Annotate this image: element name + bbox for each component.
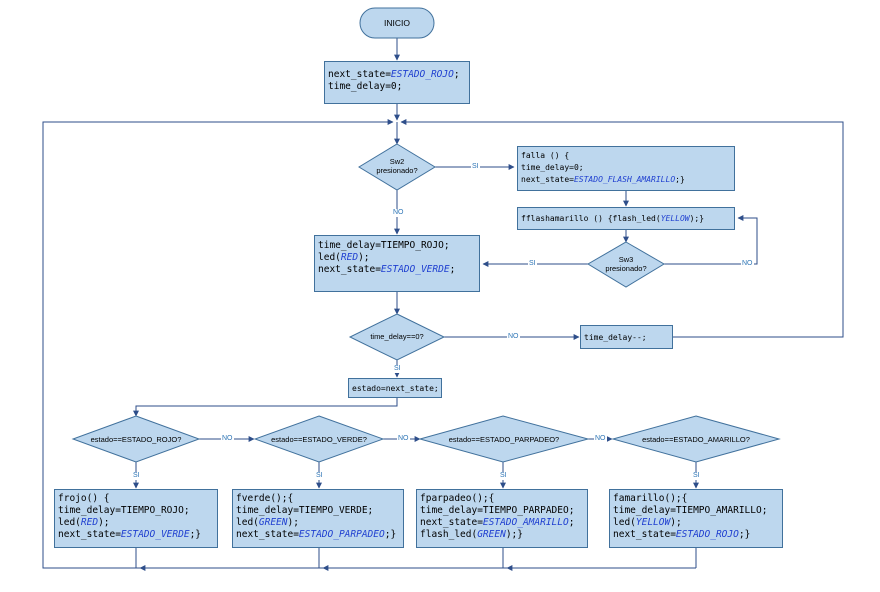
famarillo-process: famarillo();{ time_delay=TIEMPO_AMARILLO…: [609, 489, 783, 548]
decision-td-shape: [348, 313, 446, 361]
fparpadeo-process: fparpadeo();{ time_delay=TIEMPO_PARPADEO…: [416, 489, 588, 548]
famarillo-line4-keyword: ESTADO_ROJO: [675, 529, 739, 540]
frojo-line3-pre: led(: [58, 517, 81, 528]
rojo-line2-keyword: RED: [340, 252, 359, 263]
edge-label-td-no: NO: [507, 333, 520, 341]
edge-label-td-si: SI: [393, 365, 402, 373]
falla-line2: time_delay=0;: [521, 163, 584, 172]
falla-process: falla () { time_delay=0; next_state=ESTA…: [517, 146, 735, 191]
frojo-process: frojo() { time_delay=TIEMPO_ROJO; led(RE…: [54, 489, 218, 548]
rojo-line1: time_delay=TIEMPO_ROJO;: [318, 240, 450, 251]
edge-label-d2-no: NO: [397, 435, 410, 443]
fparpadeo-line3-post: ;: [568, 517, 575, 528]
edge-label-d3-no: NO: [594, 435, 607, 443]
flash-keyword: YELLOW: [660, 214, 690, 223]
init-process: next_state=ESTADO_ROJO; time_delay=0;: [324, 61, 470, 104]
falla-line3-pre: next_state=: [521, 175, 574, 184]
rojo-line2-post: );: [358, 252, 370, 263]
rojo-line3-pre: next_state=: [318, 264, 381, 275]
fverde-line1: fverde();{: [236, 493, 294, 504]
edge-label-sw3-si: SI: [528, 260, 537, 268]
fverde-process: fverde();{ time_delay=TIEMPO_VERDE; led(…: [232, 489, 404, 548]
fverde-line4-pre: next_state=: [236, 529, 299, 540]
edge-label-sw3-no: NO: [741, 260, 754, 268]
flash-pre: fflashamarillo () {flash_led(: [521, 214, 661, 223]
famarillo-line4-post: ;}: [738, 529, 751, 540]
decrement-process: time_delay--;: [580, 325, 673, 349]
rojo-process: time_delay=TIEMPO_ROJO; led(RED); next_s…: [314, 235, 480, 292]
fparpadeo-line2: time_delay=TIEMPO_PARPADEO;: [420, 505, 575, 516]
frojo-line4-keyword: ESTADO_VERDE: [120, 529, 190, 540]
frojo-line4-post: ;}: [189, 529, 202, 540]
init-line1-keyword: ESTADO_ROJO: [390, 69, 454, 80]
edge-label-d1-si: SI: [132, 472, 141, 480]
fverde-line4-post: ;}: [384, 529, 397, 540]
fverde-line3-pre: led(: [236, 517, 259, 528]
decision-sw2-shape: [358, 143, 436, 191]
flash-post: );}: [689, 214, 705, 223]
falla-line3-keyword: ESTADO_FLASH_AMARILLO: [573, 175, 676, 184]
fparpadeo-line4-keyword: GREEN: [477, 529, 506, 540]
famarillo-line4-pre: next_state=: [613, 529, 676, 540]
edge-label-sw2-si: SI: [471, 163, 480, 171]
init-line1-post: ;: [453, 69, 460, 80]
fverde-line4-keyword: ESTADO_PARPADEO: [298, 529, 385, 540]
edge-label-d3-si: SI: [499, 472, 508, 480]
frojo-line1: frojo() {: [58, 493, 110, 504]
fparpadeo-line4-pre: flash_led(: [420, 529, 478, 540]
start-terminator: [359, 7, 435, 39]
flash-process: fflashamarillo () {flash_led(YELLOW);}: [517, 207, 735, 230]
decision-d1-shape: [71, 415, 201, 463]
frojo-line2: time_delay=TIEMPO_ROJO;: [58, 505, 190, 516]
frojo-line3-keyword: RED: [80, 517, 99, 528]
falla-line1: falla () {: [521, 151, 570, 160]
famarillo-line2: time_delay=TIEMPO_AMARILLO;: [613, 505, 768, 516]
famarillo-line3-keyword: YELLOW: [635, 517, 671, 528]
fverde-line2: time_delay=TIEMPO_VERDE;: [236, 505, 374, 516]
decision-d3-shape: [418, 415, 590, 463]
fparpadeo-line3-pre: next_state=: [420, 517, 483, 528]
decision-d2-shape: [253, 415, 385, 463]
edge-assign-d1: [133, 398, 398, 417]
frojo-line3-post: );: [98, 517, 110, 528]
assign-process: estado=next_state;: [348, 378, 442, 398]
fparpadeo-line3-keyword: ESTADO_AMARILLO: [482, 517, 569, 528]
fverde-line3-post: );: [287, 517, 299, 528]
edge-decrement-loop: [400, 119, 844, 338]
decision-d4-shape: [611, 415, 781, 463]
fverde-line3-keyword: GREEN: [258, 517, 288, 528]
edge-label-d1-no: NO: [221, 435, 234, 443]
famarillo-line3-post: );: [670, 517, 682, 528]
famarillo-line3-pre: led(: [613, 517, 636, 528]
rojo-line3-post: ;: [449, 264, 456, 275]
edge-label-d4-si: SI: [692, 472, 701, 480]
famarillo-line1: famarillo();{: [613, 493, 688, 504]
init-line2: time_delay=0;: [328, 81, 403, 92]
edge-label-sw2-no: NO: [392, 209, 405, 217]
frojo-line4-pre: next_state=: [58, 529, 121, 540]
fparpadeo-line1: fparpadeo();{: [420, 493, 495, 504]
rojo-line3-keyword: ESTADO_VERDE: [380, 264, 450, 275]
edge-label-d2-si: SI: [315, 472, 324, 480]
edge-sw3-flash: [664, 215, 758, 265]
falla-line3-post: ;}: [675, 175, 685, 184]
fparpadeo-line4-post: );}: [505, 529, 523, 540]
decision-sw3-shape: [587, 241, 665, 288]
init-line1-pre: next_state=: [328, 69, 391, 80]
start-label: INICIO: [384, 18, 410, 28]
edge-outer-loop: [42, 119, 394, 569]
rojo-line2-pre: led(: [318, 252, 341, 263]
